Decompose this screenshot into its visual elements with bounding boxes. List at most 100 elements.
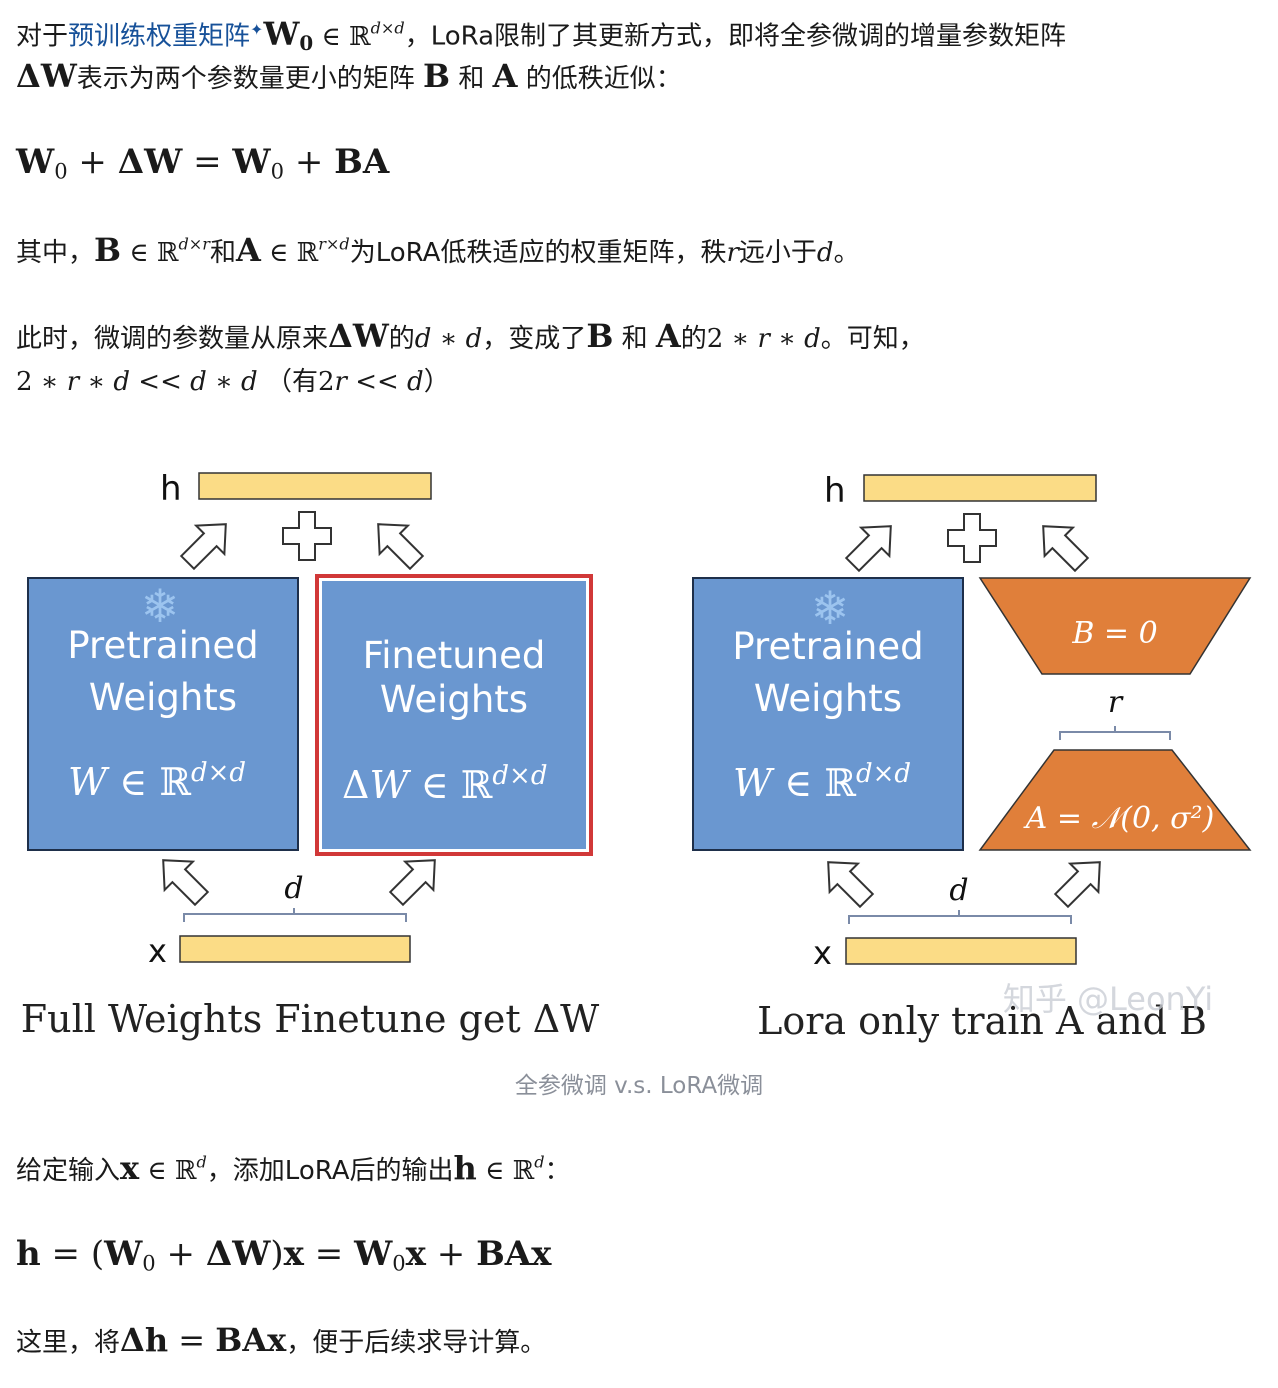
params-text-3: ，变成了 bbox=[482, 324, 587, 354]
math-a3: A bbox=[655, 317, 681, 355]
left-box1-line1: Pretrained bbox=[67, 624, 258, 667]
left-d-brace bbox=[183, 908, 407, 922]
pretrained-weights-link[interactable]: 预训练权重矩阵 bbox=[68, 21, 251, 52]
math-b: B bbox=[423, 57, 451, 95]
params-paragraph: 此时，微调的参数量从原来ΔW的d ∗ d，变成了B 和 A的2 ∗ r ∗ d。… bbox=[16, 314, 925, 361]
right-arrow-up-right-icon bbox=[844, 525, 892, 573]
left-d-label: d bbox=[284, 871, 303, 906]
left-x-bar bbox=[179, 935, 411, 963]
left-h-label: h bbox=[160, 469, 182, 509]
right-arrow-up-left-icon bbox=[1042, 525, 1090, 573]
left-pretrained-box bbox=[27, 577, 299, 851]
left-x-label: x bbox=[148, 932, 167, 970]
intro-and: 和 bbox=[458, 64, 485, 94]
watermark: 知乎 @LeonYi bbox=[1003, 980, 1213, 1018]
figure-caption: 全参微调 v.s. LoRA微调 bbox=[514, 1073, 764, 1099]
right-arrow-x-up-right-icon bbox=[1053, 861, 1101, 909]
right-d-label: d bbox=[949, 873, 968, 908]
output-text-1: 给定输入 bbox=[16, 1156, 121, 1186]
left-h-bar bbox=[198, 472, 432, 500]
left-arrow-up-left-icon bbox=[377, 523, 425, 571]
left-arrow-up-right-icon bbox=[179, 523, 227, 571]
where-text-3: 远小于 bbox=[738, 238, 817, 268]
math-x-space: ∈ ℝd bbox=[147, 1152, 207, 1186]
right-panel: h ❄ Pretrained Weights W ∈ ℝd×d B = 0 r … bbox=[692, 471, 1252, 1043]
where-text-2: 为LoRA低秩适应的权重矩阵，秩 bbox=[349, 238, 727, 268]
params-text-5: 。可知， bbox=[820, 324, 925, 354]
math-in-rdd: ∈ ℝd×d bbox=[321, 18, 405, 52]
left-box1-line2: Weights bbox=[89, 676, 237, 719]
lora-comparison-figure: h ❄ Pretrained Weights W ∈ ℝd×d Finetune… bbox=[21, 469, 1252, 1043]
math-delta-w: ΔW bbox=[16, 57, 77, 95]
right-d-brace bbox=[848, 910, 1072, 924]
where-text-1: 其中， bbox=[16, 238, 95, 268]
right-plus-icon bbox=[947, 513, 997, 563]
output-text-3: ： bbox=[544, 1156, 571, 1186]
intro-text-4: 的低秩近似： bbox=[525, 64, 682, 94]
r-brace bbox=[1059, 726, 1171, 740]
where-and: 和 bbox=[209, 238, 236, 268]
math-a2: A bbox=[235, 231, 261, 269]
left-box2-line1: Finetuned bbox=[363, 634, 546, 677]
equation-update: W0 + ΔW = W0 + BA bbox=[16, 142, 390, 184]
a-label: A = 𝒩(0, σ²) bbox=[1023, 801, 1215, 836]
math-h-space: ∈ ℝd bbox=[485, 1152, 545, 1186]
math-w0: W0 bbox=[263, 14, 314, 55]
math-2r-d: 2r << d bbox=[317, 367, 424, 397]
b-label: B = 0 bbox=[1071, 616, 1157, 651]
math-h: h bbox=[453, 1149, 477, 1187]
right-arrow-x-up-left-icon bbox=[827, 861, 875, 909]
math-b-space: ∈ ℝd×r bbox=[129, 234, 210, 268]
link-sparkle-icon: ✦ bbox=[250, 20, 264, 39]
math-a: A bbox=[492, 57, 518, 95]
math-x: x bbox=[120, 1149, 140, 1187]
r-label: r bbox=[1108, 685, 1124, 720]
output-paragraph: 给定输入x ∈ ℝd，添加LoRA后的输出h ∈ ℝd： bbox=[16, 1146, 571, 1193]
math-r: r bbox=[726, 238, 739, 268]
params-text-7: ） bbox=[423, 367, 450, 397]
left-finetuned-box-border bbox=[315, 574, 593, 856]
right-box1-line1: Pretrained bbox=[732, 625, 923, 668]
left-box2-line2: Weights bbox=[380, 678, 528, 721]
math-b3: B bbox=[586, 317, 614, 355]
params-paragraph-line2: 2 ∗ r ∗ d << d ∗ d （有2r << d） bbox=[16, 360, 450, 404]
left-panel: h ❄ Pretrained Weights W ∈ ℝd×d Finetune… bbox=[21, 469, 599, 1041]
left-arrow-x-up-right-icon bbox=[388, 859, 436, 907]
math-a-space: ∈ ℝr×d bbox=[269, 234, 350, 268]
math-2rd: 2 ∗ r ∗ d bbox=[706, 324, 821, 354]
intro-text-2: ，LoRa限制了其更新方式，即将全参微调的增量参数矩阵 bbox=[404, 21, 1067, 52]
last-text-2: ，便于后续求导计算。 bbox=[286, 1328, 547, 1358]
a-trapezoid bbox=[978, 749, 1252, 851]
math-d: d bbox=[816, 238, 834, 268]
right-x-bar bbox=[845, 937, 1077, 965]
left-plus-icon bbox=[282, 511, 332, 561]
right-h-bar bbox=[863, 474, 1097, 502]
params-and: 和 bbox=[621, 324, 648, 354]
math-delta-h: Δh = BAx bbox=[120, 1321, 287, 1359]
math-delta-w2: ΔW bbox=[328, 317, 389, 355]
left-arrow-x-up-left-icon bbox=[162, 859, 210, 907]
last-text-1: 这里，将 bbox=[16, 1328, 121, 1358]
right-title: Lora only train A and B bbox=[757, 999, 1207, 1043]
right-x-label: x bbox=[813, 934, 832, 972]
right-pretrained-box bbox=[692, 577, 964, 851]
params-text-2: 的 bbox=[388, 324, 415, 354]
params-text-6: （有 bbox=[265, 367, 318, 397]
right-box1-math: W ∈ ℝd×d bbox=[733, 759, 911, 805]
params-text-1: 此时，微调的参数量从原来 bbox=[16, 324, 329, 354]
intro-paragraph-line2: ΔW表示为两个参数量更小的矩阵 B 和 A 的低秩近似： bbox=[16, 54, 682, 101]
params-text-4: 的 bbox=[680, 324, 707, 354]
math-b2: B bbox=[94, 231, 122, 269]
left-title: Full Weights Finetune get ΔW bbox=[21, 997, 599, 1041]
where-text-4: 。 bbox=[833, 238, 860, 268]
math-inequality: 2 ∗ r ∗ d << d ∗ d bbox=[16, 367, 258, 397]
b-trapezoid bbox=[978, 577, 1252, 675]
right-snowflake-icon: ❄ bbox=[811, 581, 850, 635]
intro-paragraph: 对于预训练权重矩阵✦W0 ∈ ℝd×d，LoRa限制了其更新方式，即将全参微调的… bbox=[16, 8, 1066, 59]
math-d-times-d: d ∗ d bbox=[414, 324, 483, 354]
left-snowflake-icon: ❄ bbox=[141, 579, 180, 633]
output-text-2: ，添加LoRA后的输出 bbox=[206, 1156, 454, 1186]
equation-forward: h = (W0 + ΔW)x = W0x + BAx bbox=[16, 1234, 552, 1276]
right-box1-line2: Weights bbox=[754, 677, 902, 720]
left-finetuned-box bbox=[322, 581, 586, 849]
